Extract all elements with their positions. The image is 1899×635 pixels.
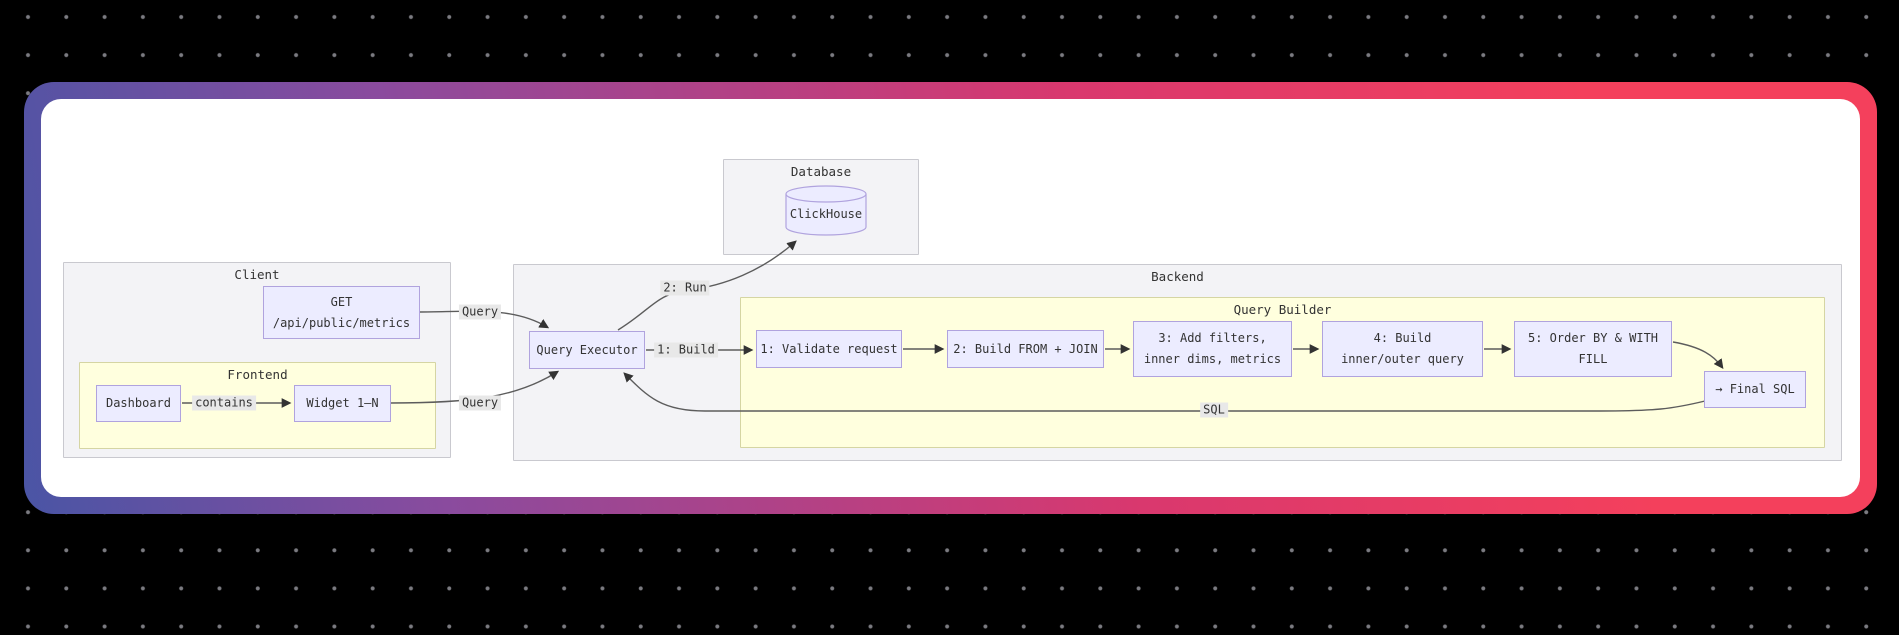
node-widget-label: Widget 1–N — [306, 396, 379, 410]
node-clickhouse-label: ClickHouse — [789, 207, 863, 221]
node-get-endpoint-line2: /api/public/metrics — [272, 315, 411, 330]
edge-label-contains: contains — [192, 395, 256, 411]
cylinder-icon — [785, 185, 867, 236]
edge-label-build: 1: Build — [654, 342, 718, 358]
node-step4-line2: inner/outer query — [1341, 352, 1464, 366]
node-query-executor-label: Query Executor — [536, 342, 638, 357]
node-step3-line2: inner dims, metrics — [1143, 352, 1282, 366]
node-final-sql: → Final SQL — [1704, 371, 1806, 408]
cluster-frontend-title: Frontend — [227, 367, 288, 382]
node-get-endpoint-line1: GET — [330, 294, 353, 309]
node-widget: Widget 1–N — [294, 385, 391, 422]
cluster-query-builder-title: Query Builder — [1233, 302, 1332, 317]
node-step5-line1: 5: Order BY & WITH — [1527, 331, 1659, 345]
cluster-client-title: Client — [234, 267, 280, 282]
node-step4-build-inner-outer: 4: Build inner/outer query — [1322, 321, 1483, 377]
node-step2-label: 2: Build FROM + JOIN — [953, 341, 1098, 356]
node-clickhouse: ClickHouse — [785, 185, 867, 237]
node-query-executor: Query Executor — [529, 331, 645, 369]
cluster-database-title: Database — [790, 164, 852, 179]
node-step3-add-filters: 3: Add filters, inner dims, metrics — [1133, 321, 1292, 377]
node-step4-line1: 4: Build — [1373, 331, 1432, 345]
node-step5-line2: FILL — [1578, 352, 1608, 366]
node-step1-validate: 1: Validate request — [756, 330, 902, 368]
node-get-endpoint: GET /api/public/metrics — [263, 286, 420, 339]
edge-label-query-get: Query — [458, 304, 502, 320]
node-step5-order-by-with-fill: 5: Order BY & WITH FILL — [1514, 321, 1672, 377]
edge-label-run: 2: Run — [660, 280, 710, 296]
node-dashboard: Dashboard — [96, 385, 181, 422]
edge-label-query-widget: Query — [458, 395, 502, 411]
node-step3-line1: 3: Add filters, — [1158, 331, 1267, 345]
node-final-sql-label: → Final SQL — [1715, 382, 1795, 396]
cluster-database: Database — [723, 159, 919, 255]
node-dashboard-label: Dashboard — [105, 396, 172, 410]
node-step1-label: 1: Validate request — [760, 341, 898, 356]
node-step2-build-from-join: 2: Build FROM + JOIN — [947, 330, 1104, 368]
cluster-backend-title: Backend — [1151, 269, 1204, 284]
edge-label-sql: SQL — [1200, 402, 1228, 418]
